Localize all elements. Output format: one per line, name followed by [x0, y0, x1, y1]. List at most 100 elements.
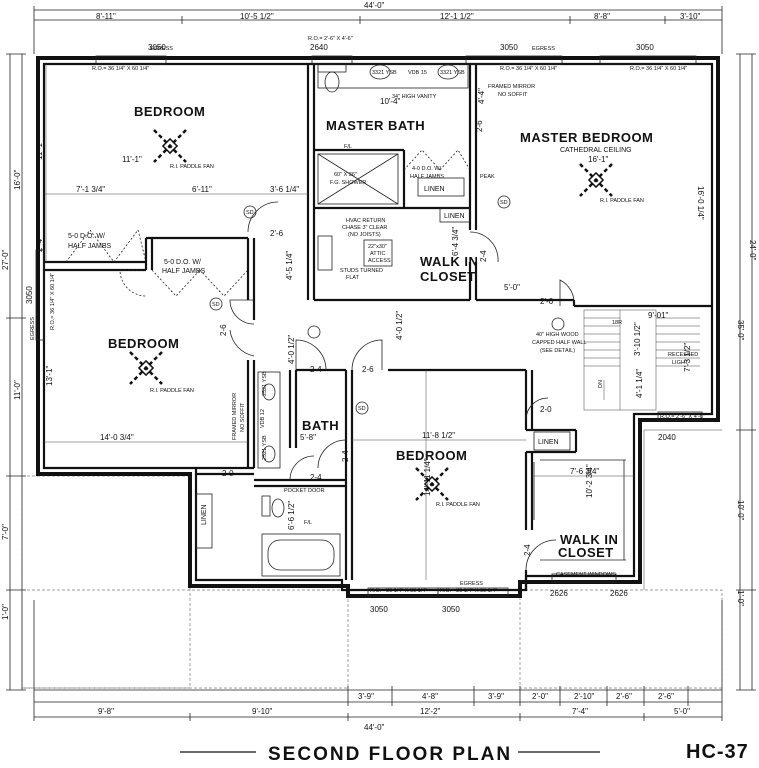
- egress-note: EGRESS: [460, 581, 483, 587]
- interior-dim: 7'-3 1/2": [683, 343, 692, 372]
- interior-dim: 10'-2 3/4": [585, 464, 594, 498]
- paddle-fan-note: R.I. PADDLE FAN: [150, 388, 194, 394]
- framed-mirror-note: FRAMED MIRROR: [232, 393, 238, 440]
- rough-opening-note: R.O.= 2'-6" X 4'-6": [660, 414, 705, 420]
- interior-dim: 7'-6 3/4": [570, 467, 599, 476]
- lower-roof-outline: [21, 429, 723, 689]
- hvac-note: HVAC RETURN: [346, 218, 385, 224]
- peak-note: PEAK: [480, 174, 495, 180]
- recessed-light-note: LIGHT: [672, 360, 689, 366]
- left-dim: 11'-0": [13, 380, 22, 400]
- title-block: SECOND FLOOR PLAN HC-37: [180, 741, 748, 765]
- room-label-walk-in-2a: WALK IN: [560, 532, 618, 547]
- window-mark: 3050: [636, 43, 654, 52]
- right-dim: 24'-0": [748, 240, 757, 261]
- top-dim: 3'-10": [680, 12, 701, 21]
- right-dim: 1'-0": [736, 590, 745, 606]
- interior-dim: 2-0: [222, 469, 234, 478]
- room-label-bedroom-nw: BEDROOM: [134, 104, 205, 119]
- window-mark: 3050: [25, 286, 34, 304]
- interior-dim: 2-4: [479, 250, 488, 262]
- paddle-fan-note: R.I. PADDLE FAN: [170, 164, 214, 170]
- egress-note: EGRESS: [532, 46, 555, 52]
- smoke-detectors: [209, 195, 565, 415]
- top-dim: 8'-8": [594, 12, 610, 21]
- rough-opening-note: R.O.= 36 1/4" X 60 1/4": [370, 588, 427, 594]
- linen-label: LINEN: [444, 213, 465, 220]
- stair-risers: 18R: [612, 320, 622, 326]
- interior-dim: 11'-1": [122, 155, 142, 164]
- interior-dimension-text: 11'-1" 11'-1" 7'-1 3/4" 6'-11" 3'-6 1/4"…: [35, 88, 705, 556]
- right-dim: 10'-0": [736, 500, 745, 521]
- ysb-label: 2521 YSB: [262, 371, 268, 396]
- room-label-master-bedroom: MASTER BEDROOM: [520, 130, 653, 145]
- dimension-lines: [6, 6, 756, 721]
- interior-dim: 5'-0": [504, 283, 520, 292]
- fixtures: [195, 63, 626, 577]
- window-marks: 3050 2640 3050 3050 3050 3050 3050 2626 …: [25, 43, 676, 614]
- rough-opening-note: R.O.= 2'-6" X 4'-6": [308, 36, 353, 42]
- vdb-label: VDB 12: [260, 409, 266, 428]
- interior-dim: 10'-4": [380, 97, 401, 106]
- interior-dim: 2-4: [310, 365, 322, 374]
- vanity-note: 34" HIGH VANITY: [392, 94, 437, 100]
- linen-label: LINEN: [201, 504, 208, 525]
- rough-opening-note: R.O.= 36 1/4" X 60 1/4": [92, 66, 149, 72]
- window-mark: 2626: [550, 589, 568, 598]
- master-bedroom-subtitle: CATHEDRAL CEILING: [560, 147, 632, 154]
- room-label-walk-in-2b: CLOSET: [558, 545, 614, 560]
- ysb-label: 3321 YSB: [372, 70, 397, 76]
- studs-note: STUDS TURNED: [340, 268, 383, 274]
- bottom-dim: 3'-9": [358, 692, 374, 701]
- window-mark: 3050: [442, 605, 460, 614]
- bottom-dim: 2'-0": [532, 692, 548, 701]
- side-dimensions: 16'-0" 27'-0" 11'-0" 7'-0" 1'-0" 24'-0" …: [1, 169, 757, 620]
- paddle-fan-icon: [129, 351, 163, 385]
- wood-wall-note: CAPPED HALF WALL: [532, 340, 587, 346]
- framed-mirror-note: NO SOFFIT: [240, 402, 246, 432]
- interior-dim: 14'-0 3/4": [100, 433, 134, 442]
- studs-note: FLAT: [346, 275, 360, 281]
- bottom-dim: 2'-6": [658, 692, 674, 701]
- recessed-light-note: RECESSED: [668, 352, 698, 358]
- window-mark: 3050: [370, 605, 388, 614]
- interior-dim: 2-6: [362, 365, 374, 374]
- door-swings: [65, 149, 575, 571]
- fl-label: F/L: [304, 520, 312, 526]
- interior-dim: 2'-6: [270, 229, 284, 238]
- hvac-note: CHASE 3" CLEAR: [342, 225, 387, 231]
- room-labels: BEDROOM BEDROOM BEDROOM MASTER BATH MAST…: [108, 104, 653, 560]
- bottom-dim: 2'-6": [616, 692, 632, 701]
- left-dim: 16'-0": [13, 169, 22, 190]
- room-label-walk-in-1a: WALK IN: [420, 254, 478, 269]
- top-dim: 8'-11": [96, 12, 116, 21]
- interior-dimensions: [44, 64, 634, 580]
- interior-dim: 4'-0 1/2": [287, 335, 296, 364]
- sd-label: SD: [246, 210, 254, 216]
- half-jambs-note: 5-0 D.O. W/: [68, 233, 105, 240]
- room-label-bedroom-c: BEDROOM: [396, 448, 467, 463]
- fl-label: F/L: [344, 144, 352, 150]
- bottom-dim: 9'-8": [98, 707, 114, 716]
- left-dim: 1'-0": [1, 604, 10, 620]
- egress-note: EGRESS: [150, 46, 173, 52]
- hvac-note: (NO JOISTS): [348, 232, 381, 238]
- sd-label: SD: [500, 200, 508, 206]
- wood-wall-note: 40" HIGH WOOD: [536, 332, 579, 338]
- bottom-dim: 12'-2": [420, 707, 441, 716]
- interior-dim: 3'-10 1/2": [633, 322, 642, 356]
- interior-dim: 11'-8 1/2": [422, 431, 455, 440]
- bottom-dim: 7'-4": [572, 707, 588, 716]
- bottom-dim: 9'-10": [252, 707, 273, 716]
- paddle-fan-note: R.I. PADDLE FAN: [600, 198, 644, 204]
- interior-dim: 9'-01": [648, 311, 669, 320]
- interior-dim: 4'-1 1/4": [635, 369, 644, 398]
- interior-dim: 4'-0 1/2": [395, 311, 404, 340]
- interior-dim: 14'-11 1/4": [423, 458, 432, 496]
- right-dim: 35'-0": [736, 320, 745, 341]
- interior-dim: 4'-4": [477, 88, 486, 104]
- interior-dim: 2'-4": [35, 236, 44, 252]
- window-mark: 2626: [610, 589, 628, 598]
- ysb-label: 2521 YSB: [262, 435, 268, 460]
- rough-opening-note: R.O.= 36 1/4" X 60 1/4": [500, 66, 557, 72]
